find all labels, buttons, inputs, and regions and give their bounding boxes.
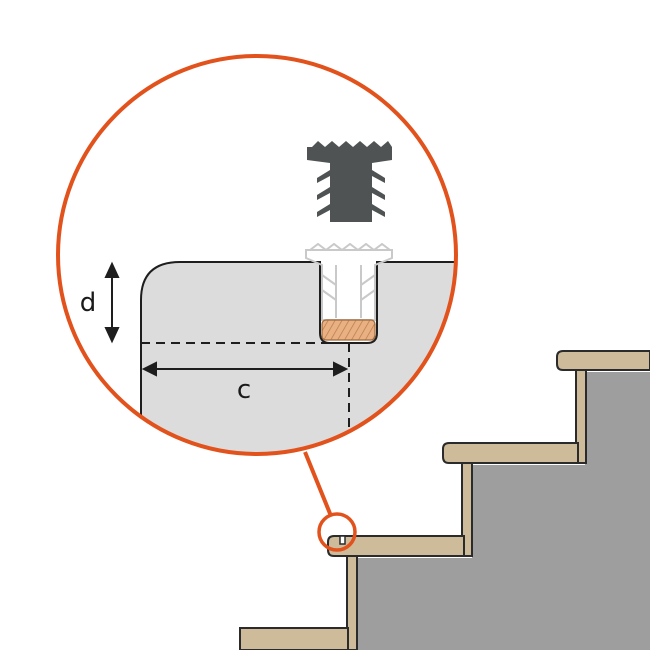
tread-3 (556, 350, 650, 371)
staircase (239, 350, 650, 650)
callout-connector (303, 451, 333, 517)
insert-outline (305, 242, 393, 321)
detail-magnifier: c d (56, 54, 458, 456)
callout-small-circle (317, 512, 357, 552)
nosing-insert-icon (307, 141, 392, 222)
tread-1 (327, 535, 465, 557)
dim-label-c: c (237, 375, 251, 405)
dim-label-d: d (80, 288, 97, 318)
floor-tread (239, 627, 349, 650)
tread-2 (442, 442, 579, 464)
stair-body (355, 372, 650, 650)
nosing-groove (339, 535, 346, 545)
dim-arrow-c (141, 361, 349, 377)
anti-slip-strip (321, 319, 376, 341)
callout-magnifier-circle (56, 54, 458, 456)
dim-arrow-d (104, 261, 120, 344)
